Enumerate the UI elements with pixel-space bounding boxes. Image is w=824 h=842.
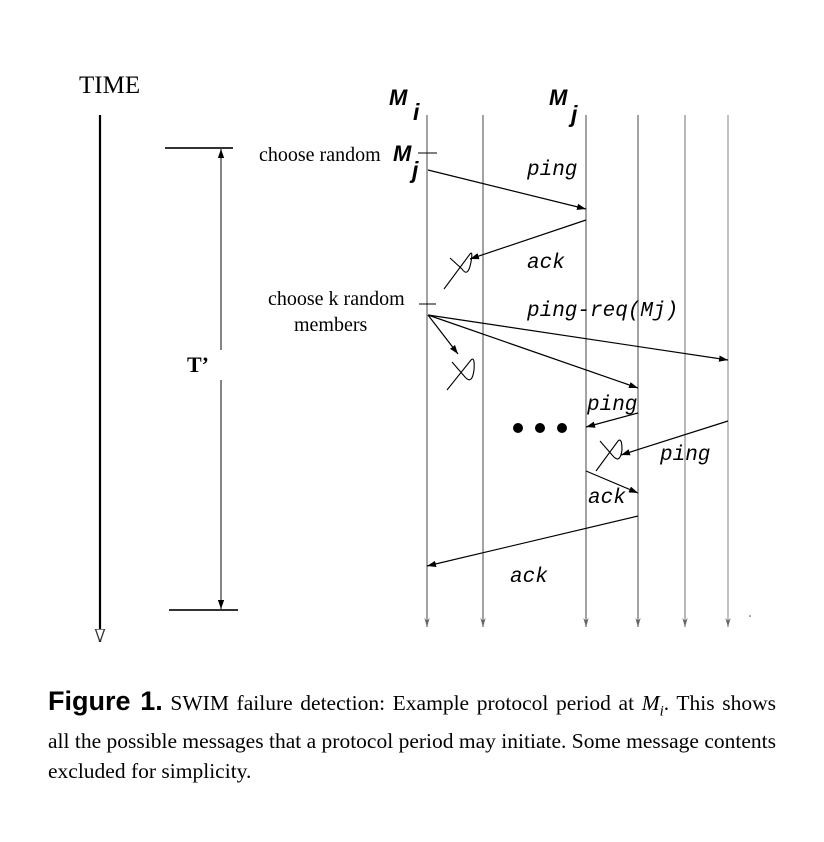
swim-protocol-diagram: TIME T’ M i M j choose random M j choose… [79,72,751,642]
arrow-ping-req-lost [427,314,459,355]
choose-random-label: choose random [259,144,381,166]
message-label-ack: ack [588,487,626,510]
process-label-mj: M j [549,85,578,127]
caption-math-base: M [641,691,660,715]
ellipsis-dot [557,423,567,433]
arrow-ping-m4-to-mj [585,412,639,428]
figure-caption: Figure 1. SWIM failure detection: Exampl… [48,686,776,786]
loss-icon [446,358,475,391]
figure-label: Figure 1. [48,686,163,716]
choose-k-label-line2: members [294,314,368,336]
message-loss-icons [443,252,623,472]
message-label-ping: ping [659,444,710,467]
choose-k-label-line1: choose k random [268,288,405,310]
messages [426,169,729,567]
arrow-ping-m6-to-mj-lost [620,420,729,456]
process-label-mj-base: M [549,85,568,110]
ellipsis-dot [535,423,545,433]
ellipsis-dots [513,423,567,433]
choose-random-member-base: M [393,141,412,166]
process-label-mi: M i [389,85,420,125]
caption-text-1: SWIM failure detection: Example protocol… [162,691,642,715]
time-axis-label: TIME [79,72,140,99]
ellipsis-dot [513,423,523,433]
arrow-ack-mj-to-m4 [585,470,639,494]
caption-text-2: . This shows all the possible messages t… [48,691,776,784]
message-label-ack: ack [510,566,548,589]
arrow-ack-m4-to-mi [426,515,639,567]
message-label-ping-req: ping-req(Mj) [526,300,678,323]
message-label-ping: ping [526,159,577,182]
stray-dot [749,615,751,617]
choose-random-member-sub: j [409,157,419,183]
arrow-ack-mj-to-mi-lost [469,219,587,260]
arrow-ping-req-to-m4 [427,314,639,389]
loss-icon [443,252,473,290]
period-label: T’ [187,352,209,377]
arrow-ping-req-to-m6 [427,314,729,362]
arrow-ping-mi-to-mj [427,169,587,210]
loss-icon [595,439,623,472]
process-label-mi-sub: i [413,99,420,125]
message-label-ack: ack [527,252,565,275]
lifelines [424,115,731,627]
message-label-ping: ping [586,394,637,417]
caption-math-sub: i [659,703,664,720]
process-label-mj-sub: j [568,101,578,127]
process-label-mi-base: M [389,85,408,110]
